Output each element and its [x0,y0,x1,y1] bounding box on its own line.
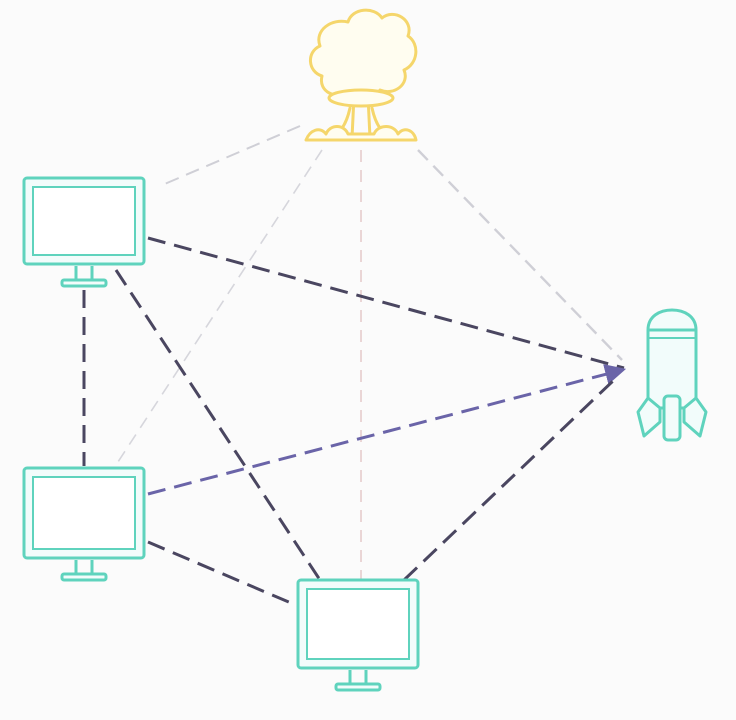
link-monitor-top-left-to-rocket [147,236,625,370]
link-monitor-bottom-left-to-monitor-bottom-center [147,540,299,608]
monitor-icon [22,466,146,582]
link-monitor-top-left-to-monitor-bottom-center [114,269,322,581]
rocket-icon [636,308,708,442]
link-monitor-bottom-center-to-rocket [402,378,616,582]
connection-lines [82,125,627,608]
monitor-icon [22,176,146,288]
rocket [636,308,708,442]
link-explosion-to-monitor-top-left [159,125,301,187]
monitor-bottom-center [296,578,420,692]
link-explosion-to-monitor-bottom-left [113,149,323,469]
monitor-icon [296,578,420,692]
link-explosion-to-rocket [417,149,623,361]
monitor-top-left [22,176,146,288]
link-monitor-bottom-left-to-rocket [147,364,627,496]
monitor-bottom-left [22,466,146,582]
mushroom-cloud-icon [304,8,418,142]
